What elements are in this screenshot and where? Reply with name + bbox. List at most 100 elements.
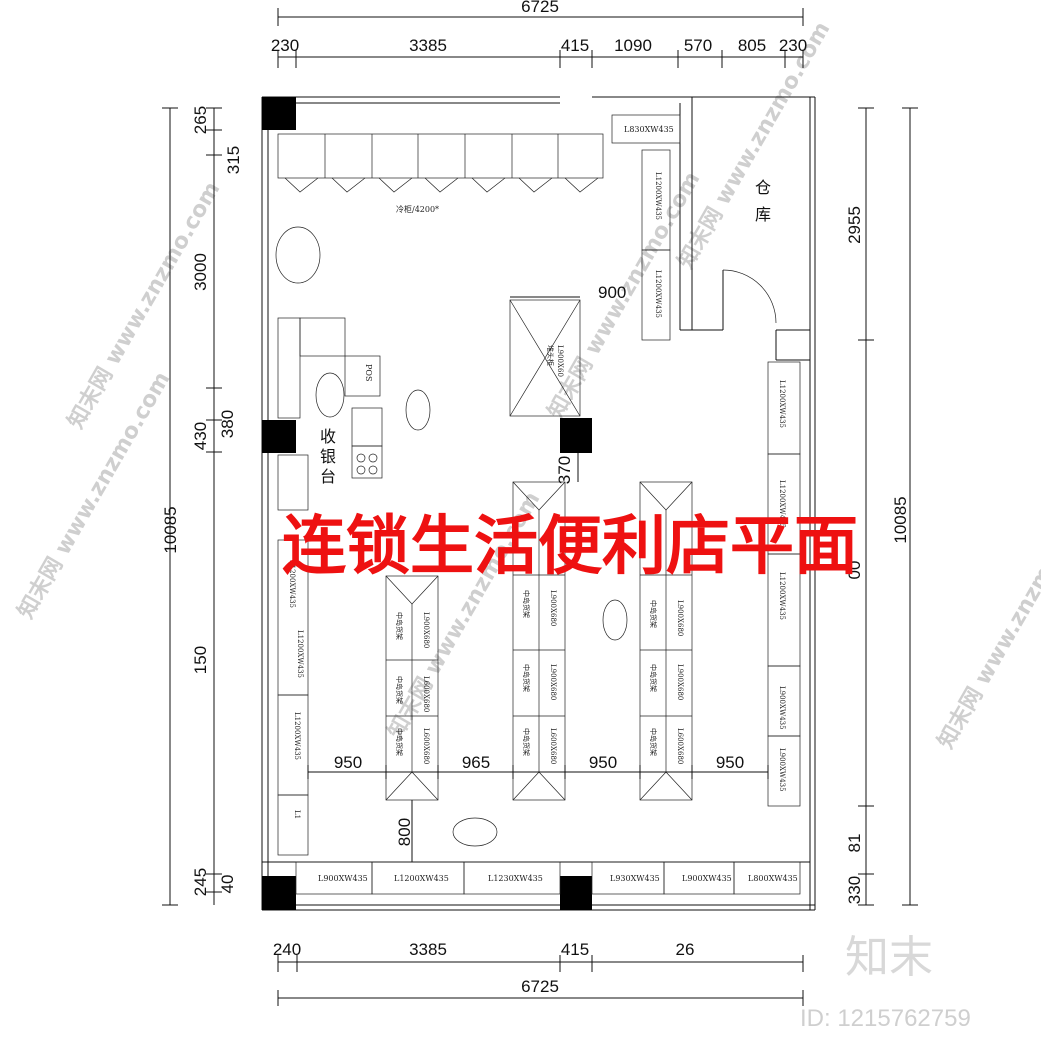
shelf-label: L830XW435 — [624, 125, 674, 134]
dim-bottom-seg: 240 — [273, 940, 301, 959]
brand-mark: 知末 — [845, 932, 933, 983]
dim-top-seg: 230 — [779, 36, 807, 55]
dim-left-seg: 380 — [218, 410, 237, 438]
island-type: 中岛货架 — [395, 728, 404, 756]
dim-left-seg: 3000 — [191, 253, 210, 291]
shelf-label: L1 — [293, 810, 301, 819]
dim-top-seg: 3385 — [409, 36, 447, 55]
dim-misc: 900 — [598, 283, 626, 302]
column — [262, 876, 296, 910]
person-figure — [452, 817, 498, 847]
dim-top-seg: 230 — [271, 36, 299, 55]
aisle-dimensions: 950 965 950 950 800 — [307, 753, 769, 862]
shelf-label: L930XW435 — [610, 874, 660, 883]
dim-left-seg: 40 — [218, 875, 237, 894]
dim-misc: 370 — [555, 456, 574, 484]
structural-columns — [262, 97, 592, 910]
column — [262, 420, 296, 453]
storage-rack: 堆头柜 L900X60 900 — [509, 283, 626, 417]
dim-left-seg: 245 — [191, 868, 210, 896]
island-size: L600X680 — [549, 728, 557, 764]
shelf-label: L1200XW435 — [288, 560, 296, 608]
door-swing — [722, 269, 777, 324]
watermark: 知末网 www.znzmo.com — [933, 497, 1041, 753]
cooler-row: 冷柜/4200* — [277, 133, 604, 214]
shelf-label: L1200XW435 — [778, 572, 786, 620]
watermark: 知末网 www.znzmo.com — [673, 17, 836, 273]
id-label: ID: 1215762759 — [800, 1005, 971, 1032]
island-type: 中岛货架 — [395, 612, 404, 640]
dim-left-seg: 150 — [191, 646, 210, 674]
shelf-label: L1200XW435 — [293, 712, 301, 760]
island-shelves: 中岛货架 中岛货架 中岛货架 L900X680 L600X680 L600X68… — [385, 453, 693, 801]
island-type: 中岛货架 — [649, 664, 658, 692]
island-size: L900X680 — [676, 600, 684, 636]
warehouse-label: 仓 — [755, 178, 771, 197]
column — [560, 418, 592, 453]
person-figure — [405, 389, 431, 431]
shelf-label: L900XW435 — [778, 748, 786, 792]
island-size: L600X680 — [676, 728, 684, 764]
dim-right-seg: 330 — [845, 876, 864, 904]
shelf-label: L1200XW435 — [654, 270, 662, 318]
shelf-label: L900XW435 — [318, 874, 368, 883]
dim-right-seg: 81 — [845, 834, 864, 853]
island-size: L900X680 — [676, 664, 684, 700]
dim-right-total: 10085 — [891, 496, 910, 543]
person-figure — [315, 372, 345, 418]
dim-top-seg: 1090 — [614, 36, 652, 55]
dim-right-seg: 00 — [845, 561, 864, 580]
plan-title: 连锁生活便利店平面 — [282, 510, 858, 584]
left-wall-shelves: L1200XW435 L1200XW435 L1200XW435 L1 — [277, 454, 309, 856]
dim-aisle: 965 — [462, 753, 490, 772]
shelf-label: L1200XW435 — [296, 630, 304, 678]
shelf-label: L1230XW435 — [488, 874, 543, 883]
dim-misc: 800 — [395, 818, 414, 846]
cooler-label: 冷柜/4200* — [396, 204, 439, 214]
column — [560, 876, 592, 910]
dim-aisle: 950 — [334, 753, 362, 772]
dim-top-seg: 415 — [561, 36, 589, 55]
island-type: 中岛货架 — [395, 676, 404, 704]
warehouse-label: 库 — [755, 205, 771, 224]
island-shelf — [512, 481, 566, 801]
right-wall-shelves: L1200XW435 L1200XW435 L1200XW435 L900XW4… — [767, 361, 801, 807]
dim-top-seg: 805 — [738, 36, 766, 55]
dim-left-seg: 430 — [191, 422, 210, 450]
shelf-label: L900XW435 — [778, 686, 786, 730]
shelf-label: L1200XW435 — [778, 480, 786, 528]
dim-left-seg: 315 — [224, 146, 243, 174]
dim-top-total: 6725 — [521, 0, 559, 16]
dim-bottom-seg: 3385 — [409, 940, 447, 959]
shelf — [277, 794, 309, 856]
shelf — [641, 249, 671, 341]
dim-bottom-seg: 415 — [561, 940, 589, 959]
island-type: 中岛货架 — [522, 728, 531, 756]
cashier-area: POS 收 银 台 — [275, 226, 628, 847]
warehouse-shelves: L830XW435 L1200XW435 L1200XW435 仓 库 — [611, 114, 771, 341]
shelf-label: L1200XW435 — [394, 874, 449, 883]
dim-left-total: 10085 — [161, 506, 180, 553]
shelf-label: L1200XW435 — [654, 172, 662, 220]
shelf-label: L1200XW435 — [778, 380, 786, 428]
island-type: 中岛货架 — [649, 728, 658, 756]
dim-aisle: 950 — [589, 753, 617, 772]
dim-aisle: 950 — [716, 753, 744, 772]
watermark-layer: 知末网 www.znzmo.com 知末网 www.znzmo.com 知末网 … — [13, 17, 1041, 753]
dim-top-seg: 570 — [684, 36, 712, 55]
shelf-label: L800XW435 — [748, 874, 798, 883]
dim-left-seg: 265 — [191, 106, 210, 134]
island-type: 中岛货架 — [522, 664, 531, 692]
dim-bottom-seg: 26 — [676, 940, 695, 959]
pos-label: POS — [364, 364, 373, 381]
island-type: 中岛货架 — [522, 590, 531, 618]
cashier-label: 银 — [320, 447, 336, 466]
dim-bottom-total: 6725 — [521, 977, 559, 996]
dim-right-seg: 2955 — [845, 206, 864, 244]
bottom-wall-shelves: L900XW435 L1200XW435 L1230XW435 L930XW43… — [295, 861, 801, 895]
island-size: L900X680 — [549, 590, 557, 626]
island-type: 中岛货架 — [649, 600, 658, 628]
person-figure — [275, 226, 321, 284]
island-size: L900X680 — [422, 612, 430, 648]
